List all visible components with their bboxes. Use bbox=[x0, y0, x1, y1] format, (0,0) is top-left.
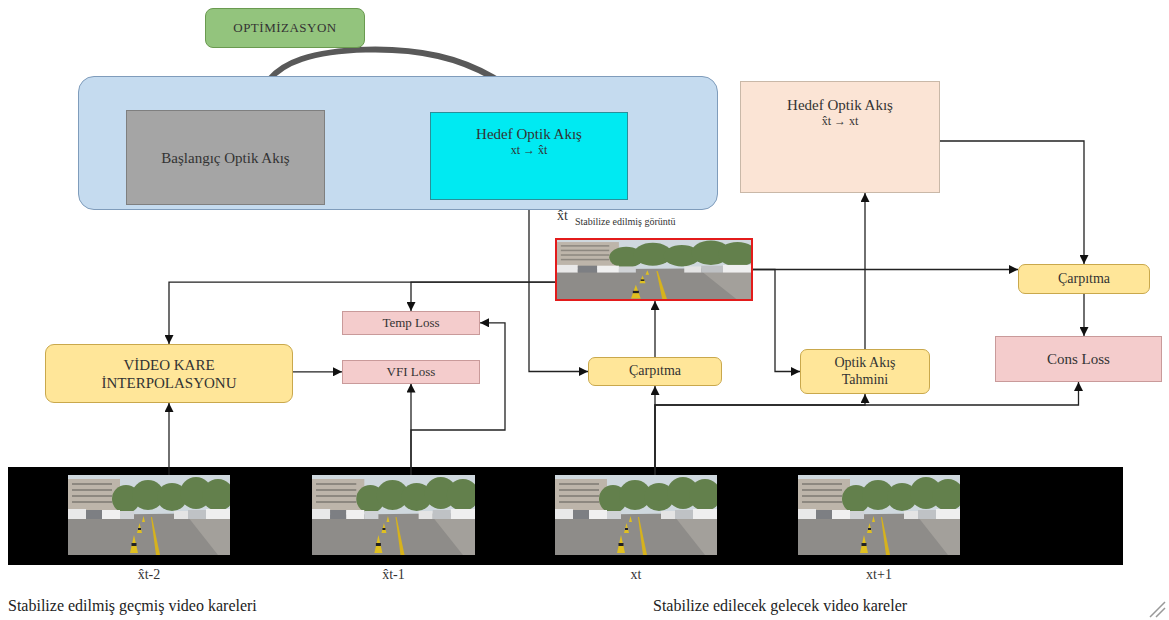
group-caption: Stabilize edilecek gelecek video kareler bbox=[653, 597, 907, 615]
flow-arrow bbox=[168, 403, 169, 475]
process-box: Çarpıtma bbox=[588, 357, 722, 386]
flow-arrow bbox=[293, 371, 342, 372]
flow-formula: x̂t → xt bbox=[822, 114, 859, 128]
flow-arrow bbox=[753, 269, 1018, 270]
video-frame bbox=[798, 475, 964, 555]
optimization-panel: Başlangıç Optik Akış Hedef Optik Akışxt →… bbox=[78, 76, 718, 210]
frame-symbol: x̂t-2 bbox=[68, 567, 230, 584]
box-title: Başlangıç Optik Akış bbox=[161, 149, 289, 167]
loss-box: Cons Loss bbox=[995, 336, 1162, 382]
flow-arrow bbox=[169, 282, 555, 344]
process-name: Çarpıtma bbox=[1058, 271, 1110, 288]
video-frame-slot: x̂t-2 bbox=[68, 475, 230, 555]
loss-name: Temp Loss bbox=[382, 315, 439, 331]
flow-arrow bbox=[940, 141, 1084, 264]
process-name: Çarpıtma bbox=[629, 363, 681, 380]
video-frame-slot: xt bbox=[555, 475, 717, 555]
optimization-box: OPTİMİZASYON bbox=[205, 8, 365, 48]
process-box: VİDEO KARE İNTERPOLASYONU bbox=[45, 344, 293, 403]
group-caption: Stabilize edilmiş geçmiş video kareleri bbox=[8, 597, 257, 615]
flow-arrow bbox=[654, 301, 655, 357]
box-title: Hedef Optik Akış bbox=[787, 96, 893, 114]
loss-box: VFI Loss bbox=[342, 360, 480, 384]
flow-arrow bbox=[411, 323, 505, 475]
initial-flow-box: Başlangıç Optik Akış bbox=[126, 110, 325, 205]
film-strip bbox=[8, 467, 1123, 565]
box-title: Hedef Optik Akış bbox=[476, 125, 582, 143]
flow-formula: xt → x̂t bbox=[511, 143, 548, 157]
flow-arrow bbox=[864, 193, 865, 349]
frame-symbol: x̂t bbox=[557, 208, 568, 225]
video-frame bbox=[312, 475, 479, 555]
process-box: Çarpıtma bbox=[1018, 264, 1150, 294]
video-frame bbox=[555, 475, 721, 555]
loss-box: Temp Loss bbox=[342, 311, 480, 335]
stabilized-frame bbox=[556, 239, 757, 300]
flow-arrow bbox=[655, 382, 1079, 475]
frame-symbol: xt+1 bbox=[798, 567, 960, 584]
target-flow-box: Hedef Optik Akışx̂t → xt bbox=[740, 81, 940, 193]
flow-arrow bbox=[411, 282, 555, 311]
flow-arrow bbox=[655, 394, 865, 475]
flow-arrow bbox=[753, 270, 800, 372]
process-name: Optik Akış Tahmini bbox=[818, 355, 913, 389]
frame-symbol: x̂t-1 bbox=[312, 567, 475, 584]
video-frame-slot: xt+1 bbox=[798, 475, 960, 555]
flow-arrow bbox=[1083, 294, 1084, 336]
video-frame bbox=[68, 475, 234, 555]
resize-grip bbox=[1150, 602, 1165, 617]
frame-symbol: xt bbox=[555, 567, 717, 584]
loss-name: VFI Loss bbox=[387, 364, 436, 380]
process-box: Optik Akış Tahmini bbox=[800, 349, 930, 394]
process-name: VİDEO KARE İNTERPOLASYONU bbox=[89, 356, 249, 392]
video-frame-slot: x̂t-1 bbox=[312, 475, 475, 555]
target-flow-box: Hedef Optik Akışxt → x̂t bbox=[430, 112, 628, 200]
box-title: OPTİMİZASYON bbox=[233, 20, 337, 36]
image-caption: Stabilize edilmiş görüntü bbox=[575, 216, 676, 228]
stabilized-image: x̂tStabilize edilmiş görüntü bbox=[555, 238, 753, 301]
loss-name: Cons Loss bbox=[1047, 350, 1110, 368]
